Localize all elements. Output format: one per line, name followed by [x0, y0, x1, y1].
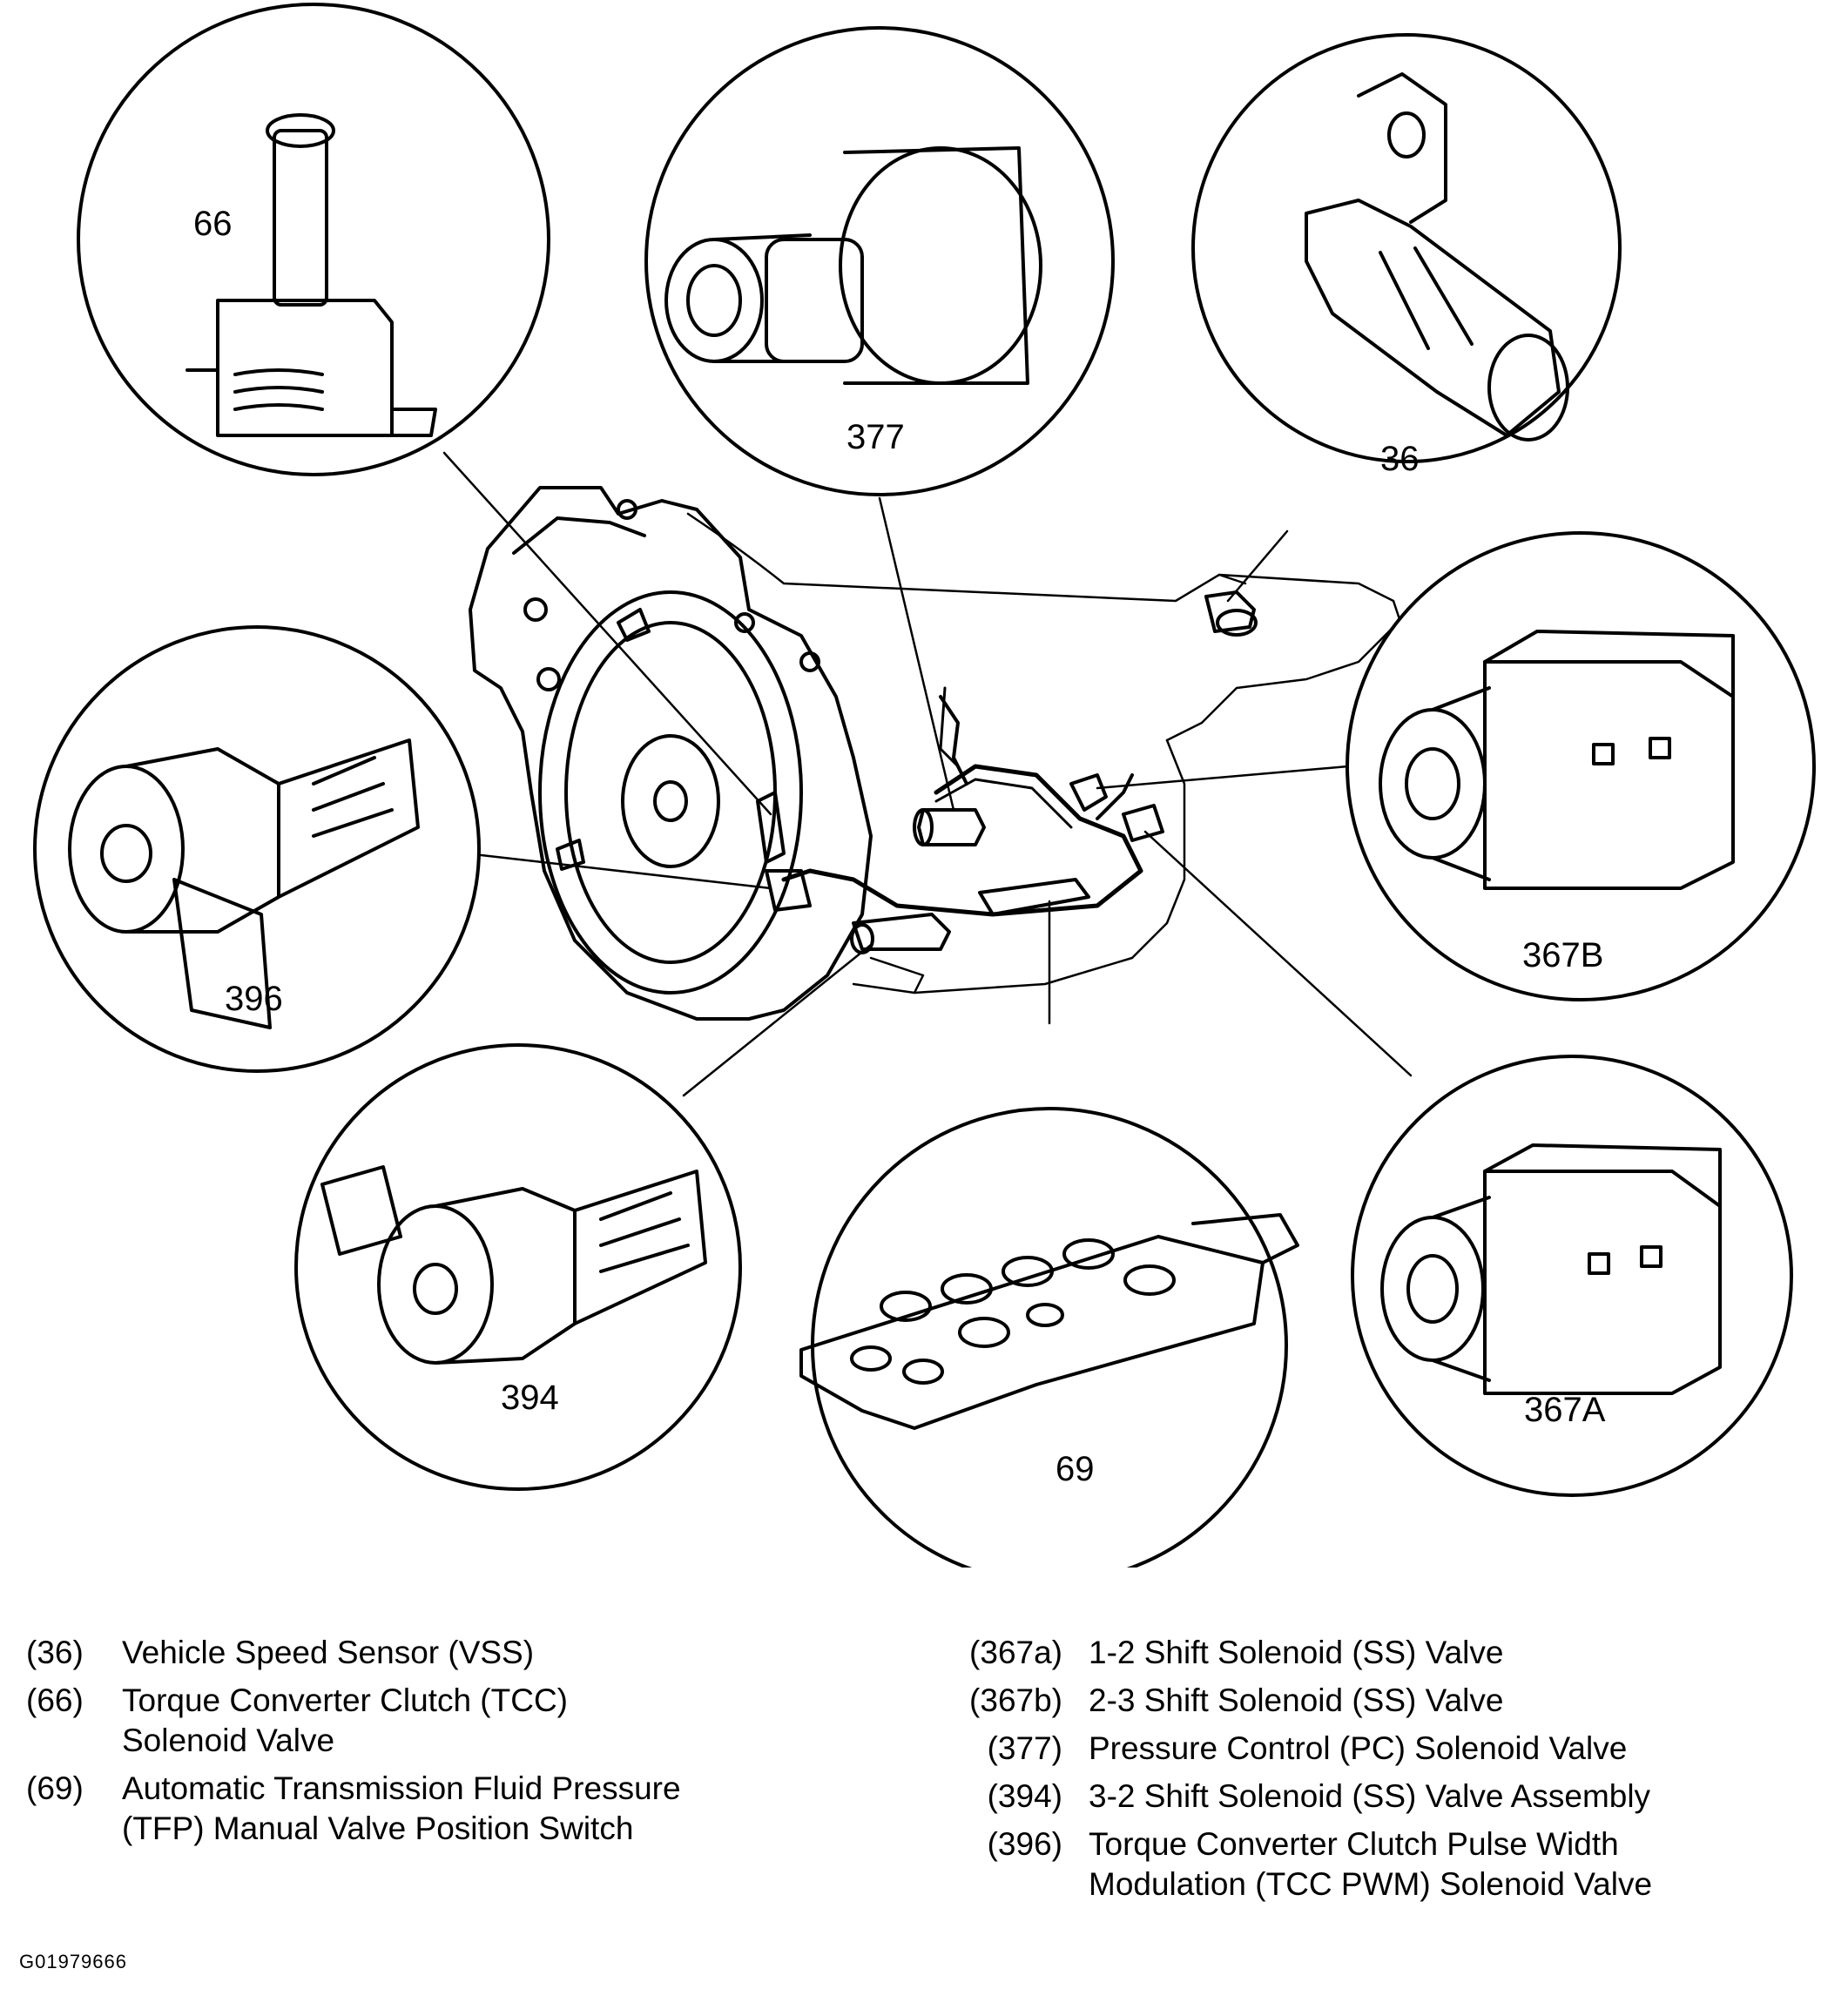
inset-36 — [1191, 33, 1622, 463]
inset-66 — [77, 3, 550, 476]
legend-item: (36) Vehicle Speed Sensor (VSS) — [26, 1633, 914, 1673]
legend-description: Torque Converter Clutch (TCC) Solenoid V… — [122, 1682, 568, 1758]
legend-description: Torque Converter Clutch Pulse Width Modu… — [1089, 1826, 1653, 1902]
callout-367a: 367A — [1524, 1391, 1606, 1429]
legend-right-column: (367a) 1-2 Shift Solenoid (SS) Valve (36… — [958, 1633, 1811, 1905]
inset-394 — [294, 1043, 742, 1491]
legend-item: (367a) 1-2 Shift Solenoid (SS) Valve — [958, 1633, 1811, 1673]
callout-66: 66 — [193, 205, 233, 243]
inset-396 — [33, 625, 481, 1073]
legend-item: (367b) 2-3 Shift Solenoid (SS) Valve — [958, 1681, 1811, 1721]
legend-code: (69) — [26, 1770, 84, 1806]
callout-377: 377 — [846, 418, 905, 456]
legend-code: (396) — [987, 1826, 1062, 1862]
legend-description: 3-2 Shift Solenoid (SS) Valve Assembly — [1089, 1778, 1651, 1814]
callout-36: 36 — [1380, 440, 1420, 478]
inset-367b — [1346, 531, 1816, 1001]
legend-code: (367b) — [969, 1682, 1062, 1718]
legend-item: (396) Torque Converter Clutch Pulse Widt… — [958, 1824, 1811, 1905]
legend-item: (66) Torque Converter Clutch (TCC) Solen… — [26, 1681, 914, 1761]
legend-description: 2-3 Shift Solenoid (SS) Valve — [1089, 1682, 1504, 1718]
inset-367a — [1351, 1055, 1793, 1497]
legend-description: Pressure Control (PC) Solenoid Valve — [1089, 1730, 1628, 1766]
legend-item: (394) 3-2 Shift Solenoid (SS) Valve Asse… — [958, 1777, 1811, 1817]
legend-description: Vehicle Speed Sensor (VSS) — [122, 1635, 535, 1670]
legend-description: Automatic Transmission Fluid Pressure (T… — [122, 1770, 681, 1846]
callout-396: 396 — [225, 980, 283, 1018]
legend-code: (367a) — [969, 1635, 1062, 1670]
callout-367b: 367B — [1522, 936, 1603, 974]
inset-69 — [799, 1107, 1299, 1568]
legend-code: (66) — [26, 1682, 84, 1718]
callout-394: 394 — [501, 1379, 559, 1417]
legend-item: (69) Automatic Transmission Fluid Pressu… — [26, 1769, 914, 1849]
callout-69: 69 — [1056, 1450, 1095, 1488]
legend-item: (377) Pressure Control (PC) Solenoid Val… — [958, 1729, 1811, 1769]
legend-left-column: (36) Vehicle Speed Sensor (VSS) (66) Tor… — [26, 1633, 914, 1849]
legend-code: (394) — [987, 1778, 1062, 1814]
inset-377 — [644, 26, 1115, 496]
transmission-assembly — [469, 486, 1404, 1021]
legend-description: 1-2 Shift Solenoid (SS) Valve — [1089, 1635, 1504, 1670]
figure-id: G01979666 — [19, 1951, 127, 1972]
legend-code: (377) — [987, 1730, 1062, 1766]
legend-code: (36) — [26, 1635, 84, 1670]
leader-lines — [442, 451, 1413, 1097]
transmission-diagram: 66 377 36 396 367B 394 69 367A — [33, 3, 1816, 1568]
